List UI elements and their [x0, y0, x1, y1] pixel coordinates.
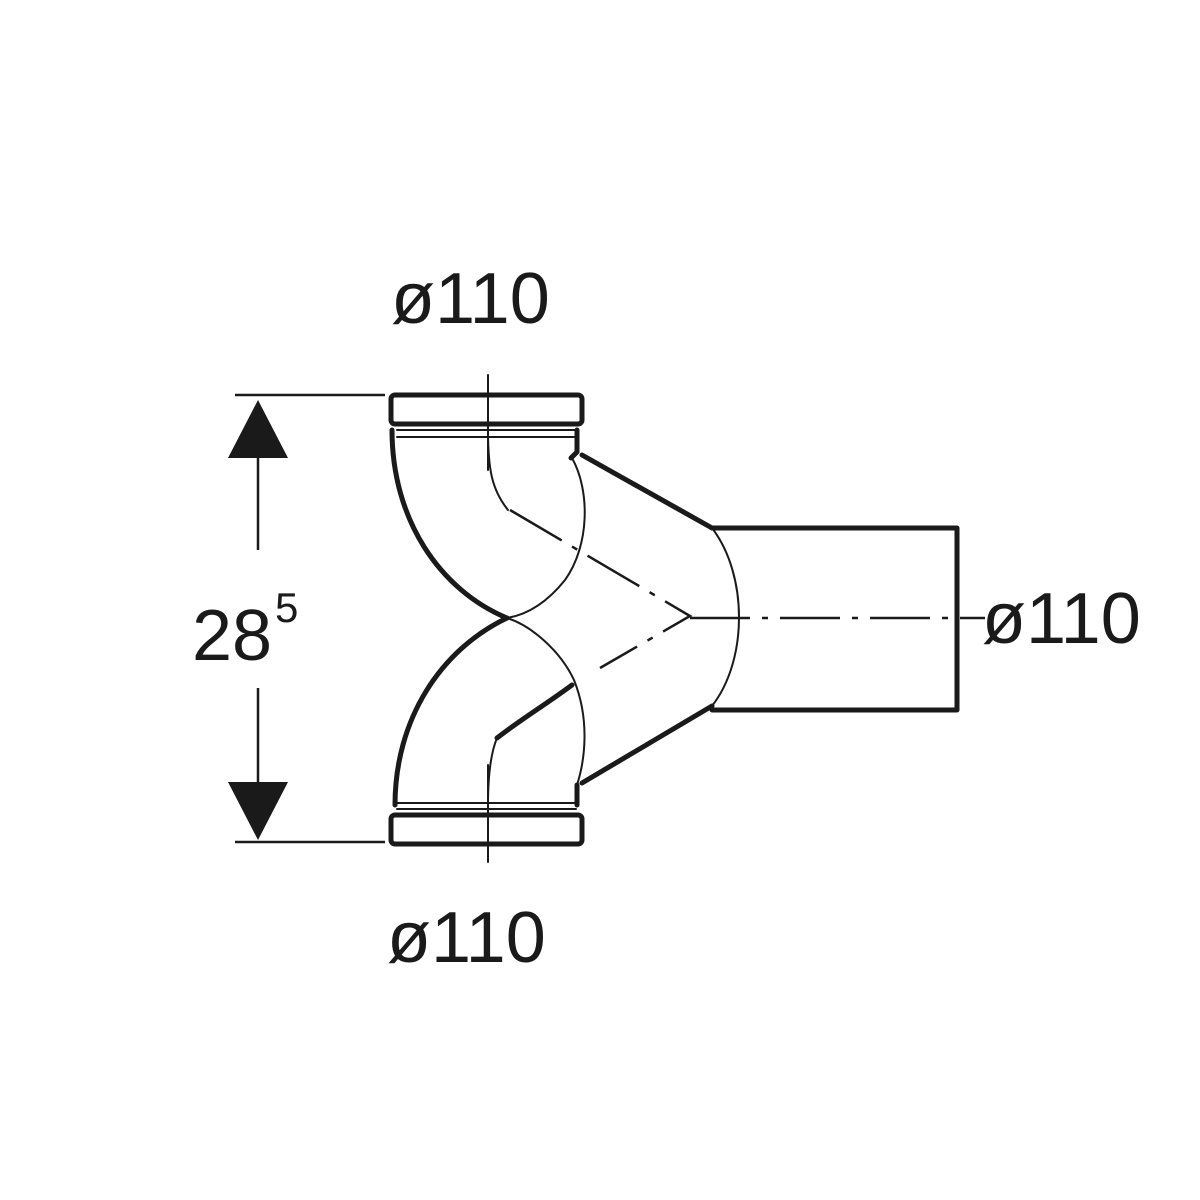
height-label: 28	[192, 596, 272, 676]
fitting-body-outline	[389, 427, 960, 808]
bottom-diameter-label: ø110	[387, 898, 546, 978]
arrow-down-icon	[228, 782, 288, 840]
bottom-socket	[388, 802, 585, 847]
top-socket	[388, 392, 585, 438]
height-label-superscript: 5	[275, 584, 298, 631]
arrow-up-icon	[228, 400, 288, 458]
side-diameter-label: ø110	[982, 579, 1141, 659]
top-diameter-label: ø110	[391, 259, 550, 339]
height-dimension	[228, 393, 385, 844]
centerlines	[487, 374, 985, 863]
